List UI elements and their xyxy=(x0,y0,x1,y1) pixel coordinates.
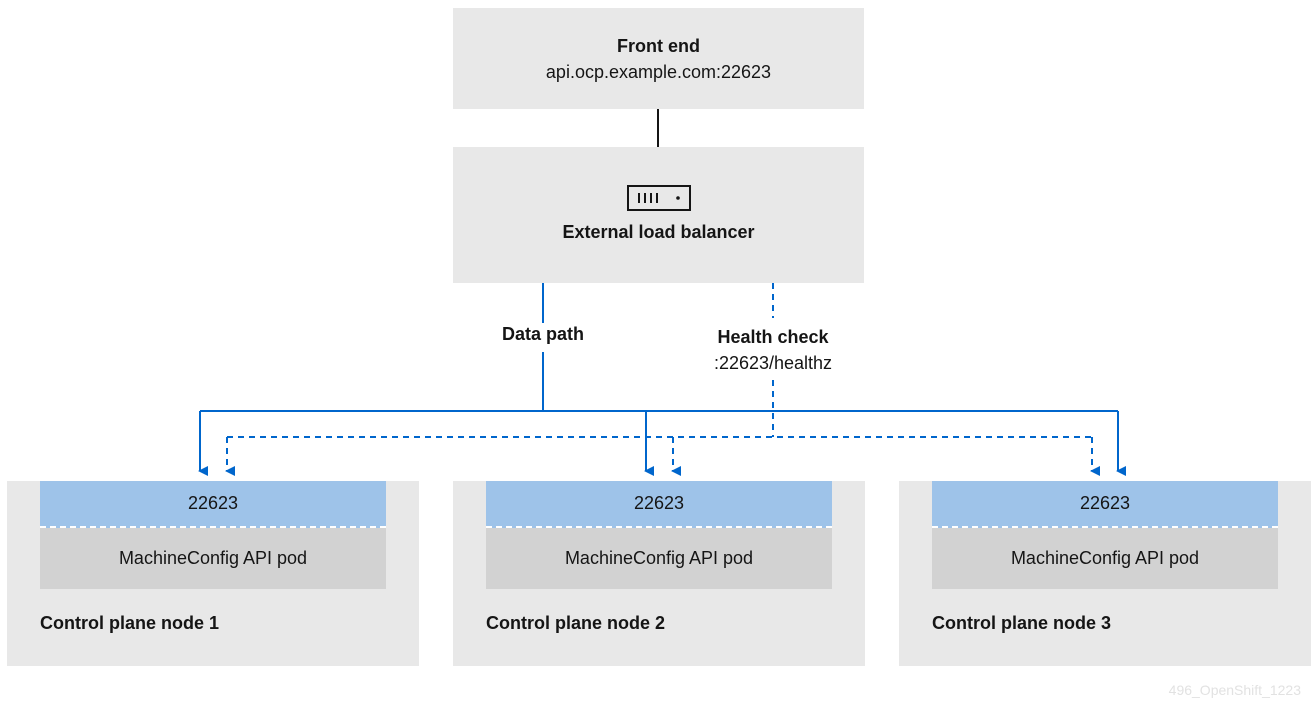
control-plane-node-2: 22623 MachineConfig API pod Control plan… xyxy=(453,481,865,666)
node-label: Control plane node 2 xyxy=(486,613,666,633)
node-port: 22623 xyxy=(486,481,832,528)
machineconfig-pod: MachineConfig API pod xyxy=(40,528,386,589)
health-check-label: Health check :22623/healthz xyxy=(693,324,853,376)
node-port: 22623 xyxy=(40,481,386,528)
front-end-title: Front end xyxy=(617,35,700,56)
health-check-title: Health check xyxy=(717,327,829,347)
machineconfig-pod: MachineConfig API pod xyxy=(932,528,1278,589)
front-end-box: Front end api.ocp.example.com:22623 xyxy=(453,8,864,109)
health-check-endpoint: :22623/healthz xyxy=(713,353,833,373)
control-plane-node-3: 22623 MachineConfig API pod Control plan… xyxy=(899,481,1311,666)
front-end-address: api.ocp.example.com:22623 xyxy=(545,61,772,82)
load-balancer-box: External load balancer xyxy=(453,147,864,283)
data-path-label: Data path xyxy=(501,324,584,344)
load-balancer-title: External load balancer xyxy=(562,222,755,242)
server-icon xyxy=(626,185,691,211)
node-label: Control plane node 3 xyxy=(932,613,1112,633)
figure-id-watermark: 496_OpenShift_1223 xyxy=(1168,682,1301,698)
node-port: 22623 xyxy=(932,481,1278,528)
node-label: Control plane node 1 xyxy=(40,613,220,633)
machineconfig-pod: MachineConfig API pod xyxy=(486,528,832,589)
control-plane-node-1: 22623 MachineConfig API pod Control plan… xyxy=(7,481,419,666)
